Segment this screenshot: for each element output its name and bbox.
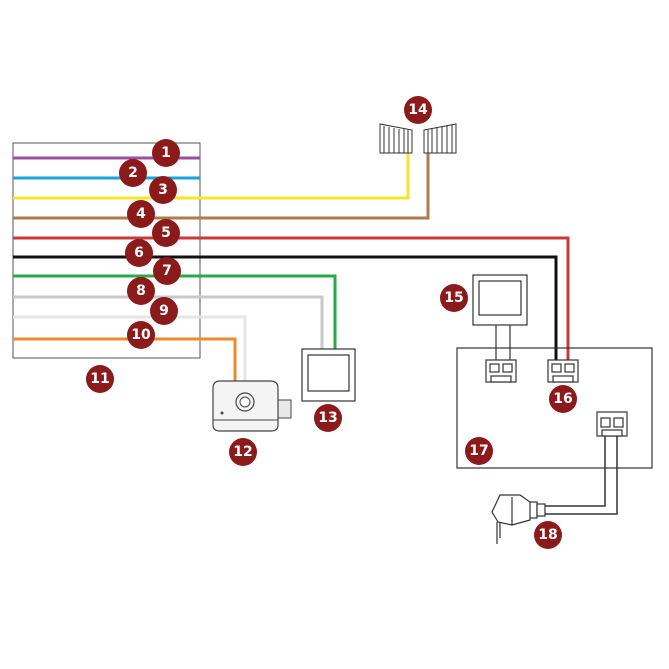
svg-text:11: 11 [90,371,109,387]
svg-text:6: 6 [134,245,144,261]
badge-3: 3 [149,176,177,204]
wire-3-yellow [13,153,410,200]
svg-text:2: 2 [128,165,138,181]
two-pin-connector-icon [485,359,517,383]
svg-text:16: 16 [553,391,572,407]
gate-leaves-icon [379,123,457,154]
badge-5: 5 [152,219,180,247]
badge-10: 10 [127,321,155,349]
badge-14: 14 [404,96,432,124]
two-pin-connector-icon [547,359,579,383]
svg-text:1: 1 [161,145,171,161]
svg-text:12: 12 [233,444,252,460]
badge-12: 12 [229,438,257,466]
wire-9-white [13,315,247,381]
badge-15: 15 [440,284,468,312]
badge-11: 11 [86,365,114,393]
badge-7: 7 [153,257,181,285]
svg-text:17: 17 [469,443,488,459]
badge-8: 8 [127,277,155,305]
wire-5-red [13,236,570,360]
two-pin-connector-icon [596,411,628,437]
badge-2: 2 [119,159,147,187]
electric-lock-icon [212,380,292,432]
svg-text:14: 14 [408,102,428,118]
wire-10-orange [13,337,237,381]
badge-13: 13 [314,404,342,432]
svg-text:5: 5 [161,225,171,241]
badge-9: 9 [150,297,178,325]
wire-panel [12,142,201,359]
svg-text:9: 9 [159,303,169,319]
badge-17: 17 [465,437,493,465]
badge-1: 1 [152,139,180,167]
svg-text:8: 8 [136,283,146,299]
monitor-icon [301,348,356,402]
wire-7-green [13,274,337,349]
svg-text:7: 7 [162,263,172,279]
svg-text:18: 18 [538,527,557,543]
badge-18: 18 [534,521,562,549]
power-cable [545,436,618,515]
wire-6-black [13,255,558,360]
svg-text:15: 15 [444,290,463,306]
badge-4: 4 [127,200,155,228]
svg-text:13: 13 [318,410,337,426]
badge-6: 6 [125,239,153,267]
monitor-icon [472,274,528,360]
svg-text:3: 3 [158,182,168,198]
svg-text:10: 10 [131,327,151,343]
wire-8-gray [13,295,324,349]
power-adapter-icon [491,494,546,544]
svg-text:4: 4 [136,206,146,222]
badge-16: 16 [549,385,577,413]
control-box [456,347,653,469]
